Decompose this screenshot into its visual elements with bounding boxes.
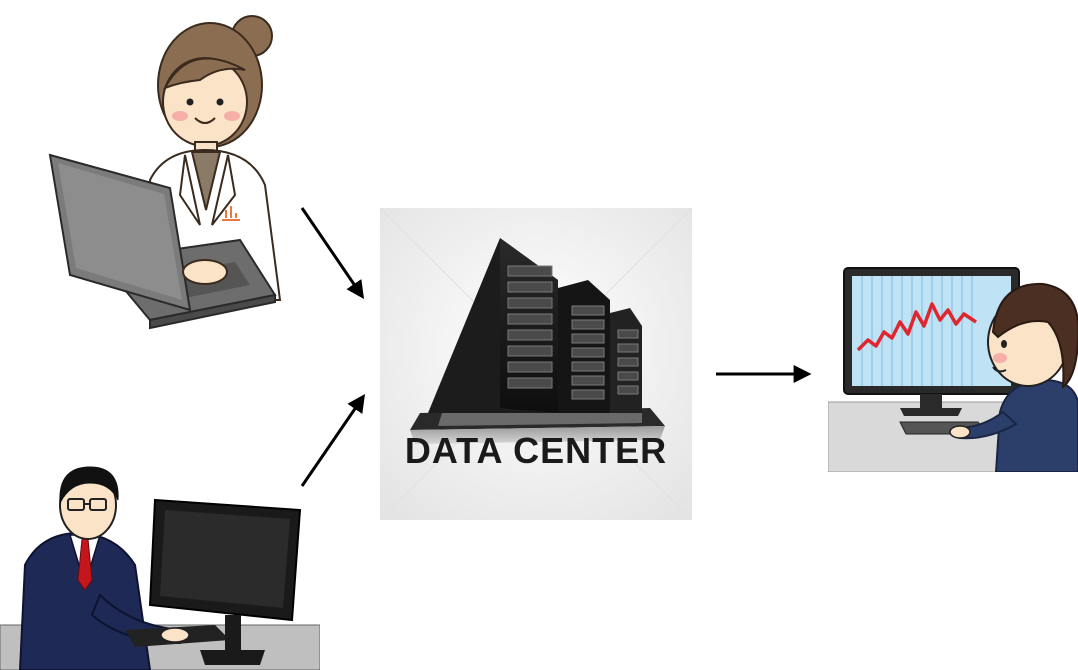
data-center-servers-icon: DATA CENTER <box>380 208 692 520</box>
arrow-scientist-to-datacenter <box>300 207 365 299</box>
analyst-monitor-chart-icon <box>828 262 1078 472</box>
woman-scientist-laptop-icon <box>40 10 290 330</box>
businessman-desktop-icon <box>0 455 320 670</box>
